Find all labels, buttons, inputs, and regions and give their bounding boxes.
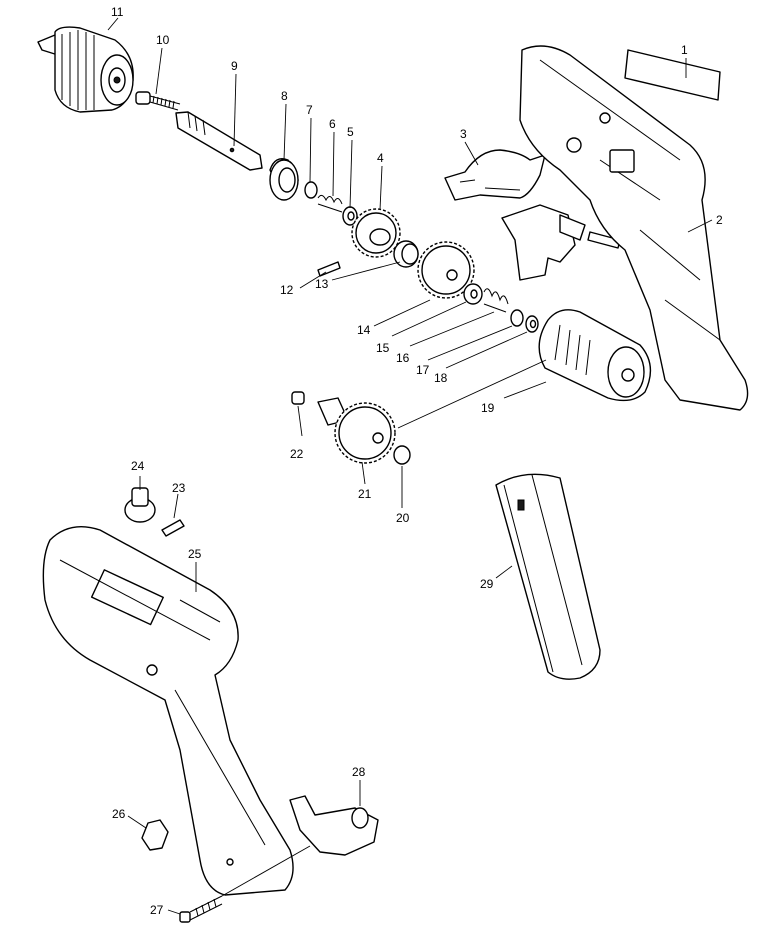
- part-4-spur-gear: [351, 208, 401, 258]
- part-11-chuck: [37, 26, 134, 113]
- label-23: 23: [172, 481, 186, 495]
- label-2: 2: [716, 213, 723, 227]
- label-28: 28: [352, 765, 366, 779]
- part-18-washer: [525, 315, 539, 333]
- label-5: 5: [347, 125, 354, 139]
- part-10-screw: [135, 91, 181, 111]
- label-9: 9: [231, 59, 238, 73]
- label-12: 12: [280, 283, 294, 297]
- part-15-washer: [463, 283, 483, 305]
- part-3-bracket: [444, 149, 546, 201]
- part-number-labels: 1 2 3 4 5 6 7 8 9 10 11 12 13 14 15 16 1…: [111, 5, 723, 917]
- part-20-bushing: [393, 445, 411, 465]
- part-1-label-plate: [624, 49, 721, 101]
- label-24: 24: [131, 459, 145, 473]
- label-16: 16: [396, 351, 410, 365]
- label-25: 25: [188, 547, 202, 561]
- part-29-battery-pack: [495, 473, 601, 680]
- part-28-clip: [289, 795, 379, 856]
- label-13: 13: [315, 277, 329, 291]
- part-16-spring: [483, 288, 509, 313]
- part-2-housing-right: [519, 45, 749, 411]
- part-9-spindle: [175, 111, 263, 171]
- label-10: 10: [156, 33, 170, 47]
- part-27-screw: [179, 895, 223, 923]
- label-22: 22: [290, 447, 304, 461]
- part-25-housing-left: [42, 526, 294, 896]
- label-3: 3: [460, 127, 467, 141]
- part-22-bushing: [291, 391, 305, 405]
- label-15: 15: [376, 341, 390, 355]
- label-4: 4: [377, 151, 384, 165]
- label-29: 29: [480, 577, 494, 591]
- label-14: 14: [357, 323, 371, 337]
- part-7-retaining-ring: [304, 181, 318, 199]
- part-12-pin: [317, 261, 341, 277]
- part-19-dc-motor: [538, 309, 652, 402]
- part-6-spring: [317, 194, 343, 213]
- label-17: 17: [416, 363, 430, 377]
- label-8: 8: [281, 89, 288, 103]
- part-5-flat-washer: [342, 206, 358, 226]
- part-26-nut: [141, 819, 169, 851]
- part-21-pinion-gear: [317, 397, 396, 464]
- part-8-ball-bearing: [269, 158, 299, 201]
- label-27: 27: [150, 903, 164, 917]
- label-20: 20: [396, 511, 410, 525]
- label-19: 19: [481, 401, 495, 415]
- label-21: 21: [358, 487, 372, 501]
- label-1: 1: [681, 43, 688, 57]
- label-11: 11: [111, 5, 124, 19]
- part-14-spur-gear: [417, 241, 475, 299]
- label-7: 7: [306, 103, 313, 117]
- leader-lines: [107, 17, 713, 915]
- label-18: 18: [434, 371, 448, 385]
- label-26: 26: [112, 807, 126, 821]
- part-23-pin: [161, 519, 185, 537]
- part-24-knob: [124, 487, 156, 523]
- part-17-washer: [510, 309, 524, 327]
- part-13-sleeve: [393, 240, 419, 268]
- label-6: 6: [329, 117, 336, 131]
- switch-assembly: [501, 204, 621, 281]
